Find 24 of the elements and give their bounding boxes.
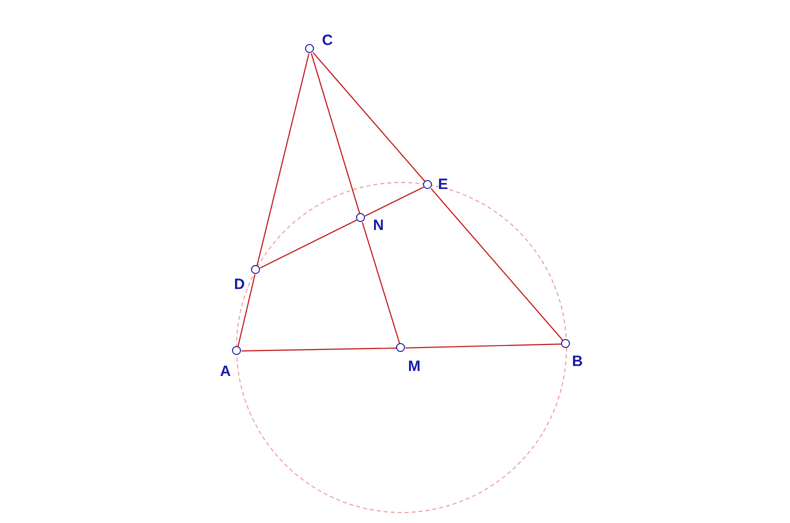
point-label: N	[373, 218, 384, 233]
point-marker	[251, 265, 260, 274]
point-marker	[561, 339, 570, 348]
point-label: B	[572, 354, 583, 369]
point-marker	[396, 343, 406, 352]
point-marker	[232, 346, 242, 356]
line-segment	[362, 222, 400, 344]
point-label: E	[438, 177, 448, 192]
point-label: A	[220, 364, 231, 379]
point-label: D	[234, 277, 245, 292]
line-segment	[310, 53, 360, 214]
line-segment	[430, 188, 564, 341]
point-label: M	[408, 359, 420, 374]
point-marker	[305, 44, 314, 54]
line-segment	[406, 344, 562, 348]
line-segment	[364, 186, 424, 216]
point-label: C	[322, 33, 333, 48]
point-marker	[423, 180, 432, 190]
line-segment	[242, 348, 396, 352]
point-marker	[356, 213, 366, 222]
line-segment	[312, 52, 426, 182]
line-segment	[260, 220, 358, 268]
line-segment	[256, 53, 310, 266]
line-segment	[238, 274, 256, 347]
